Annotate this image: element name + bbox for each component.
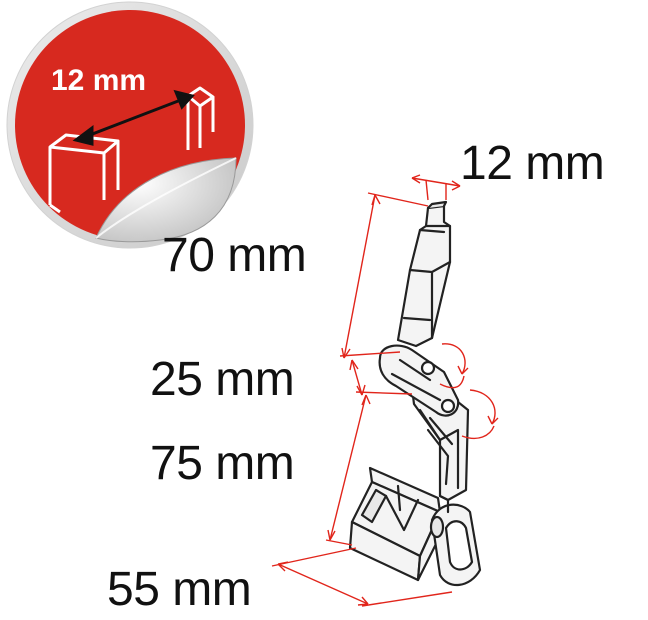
dimension-lines [271,174,499,607]
clip-roller [429,503,482,586]
badge-seal [6,1,254,249]
badge-dimension-label: 12 mm [51,64,147,97]
rotation-arrows [439,343,499,440]
clip-upper-arm [396,200,452,348]
badge-left-block [48,133,120,214]
dim-lower-length [325,394,371,546]
dim-upper-length [339,192,429,359]
badge-peel [95,157,237,243]
dimension-label-width-top: 12 mm [460,137,605,190]
clip-base [348,466,442,582]
dim-base-width [271,547,453,607]
clip-joint [378,344,460,417]
dim-width-top [411,174,461,201]
dimension-label-joint-length: 25 mm [150,353,295,406]
badge-arrow [72,89,195,146]
badge-right-post [186,86,215,150]
clip-part [348,200,482,586]
dimension-label-lower-length: 75 mm [150,437,295,490]
dimension-label-upper-length: 70 mm [162,229,307,282]
dim-joint-length [349,359,413,396]
dimension-label-base-width: 55 mm [107,563,252,616]
